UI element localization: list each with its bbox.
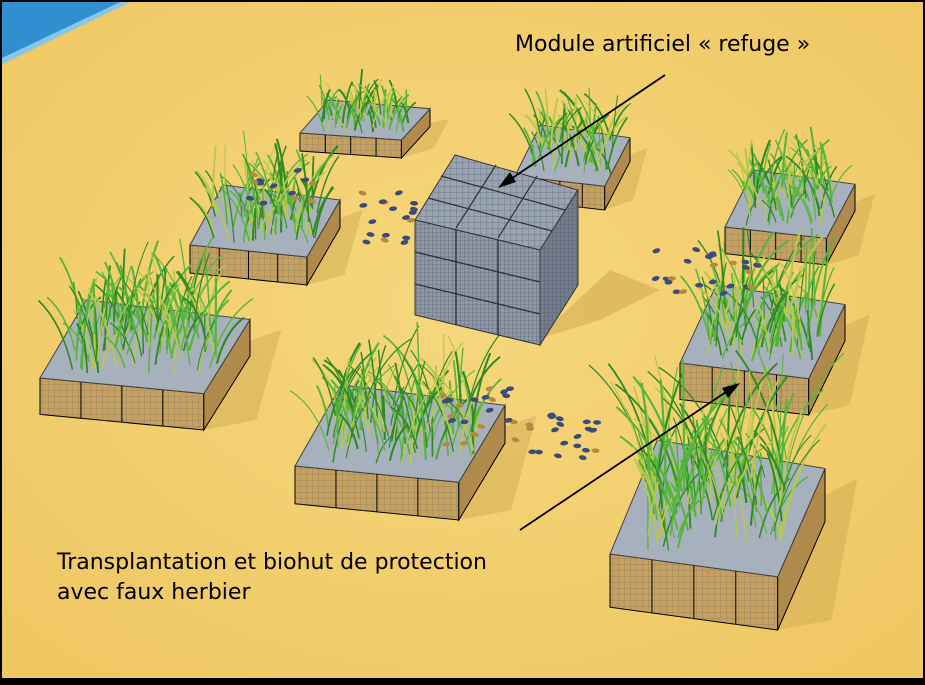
fish-icon [695, 283, 703, 288]
transplant-label-line1: Transplantation et biohut de protection [57, 548, 487, 578]
fish-icon [729, 261, 737, 266]
module-label: Module artificiel « refuge » [515, 30, 810, 60]
grass-tuft-icon [374, 89, 375, 110]
grass-tuft-icon [94, 282, 95, 334]
fish-icon [573, 444, 581, 449]
transplant-label: Transplantation et biohut de protection … [57, 548, 487, 608]
grass-tuft-icon [761, 453, 762, 507]
transplant-label-line2: avec faux herbier [57, 578, 487, 608]
grass-tuft-icon [255, 208, 256, 239]
